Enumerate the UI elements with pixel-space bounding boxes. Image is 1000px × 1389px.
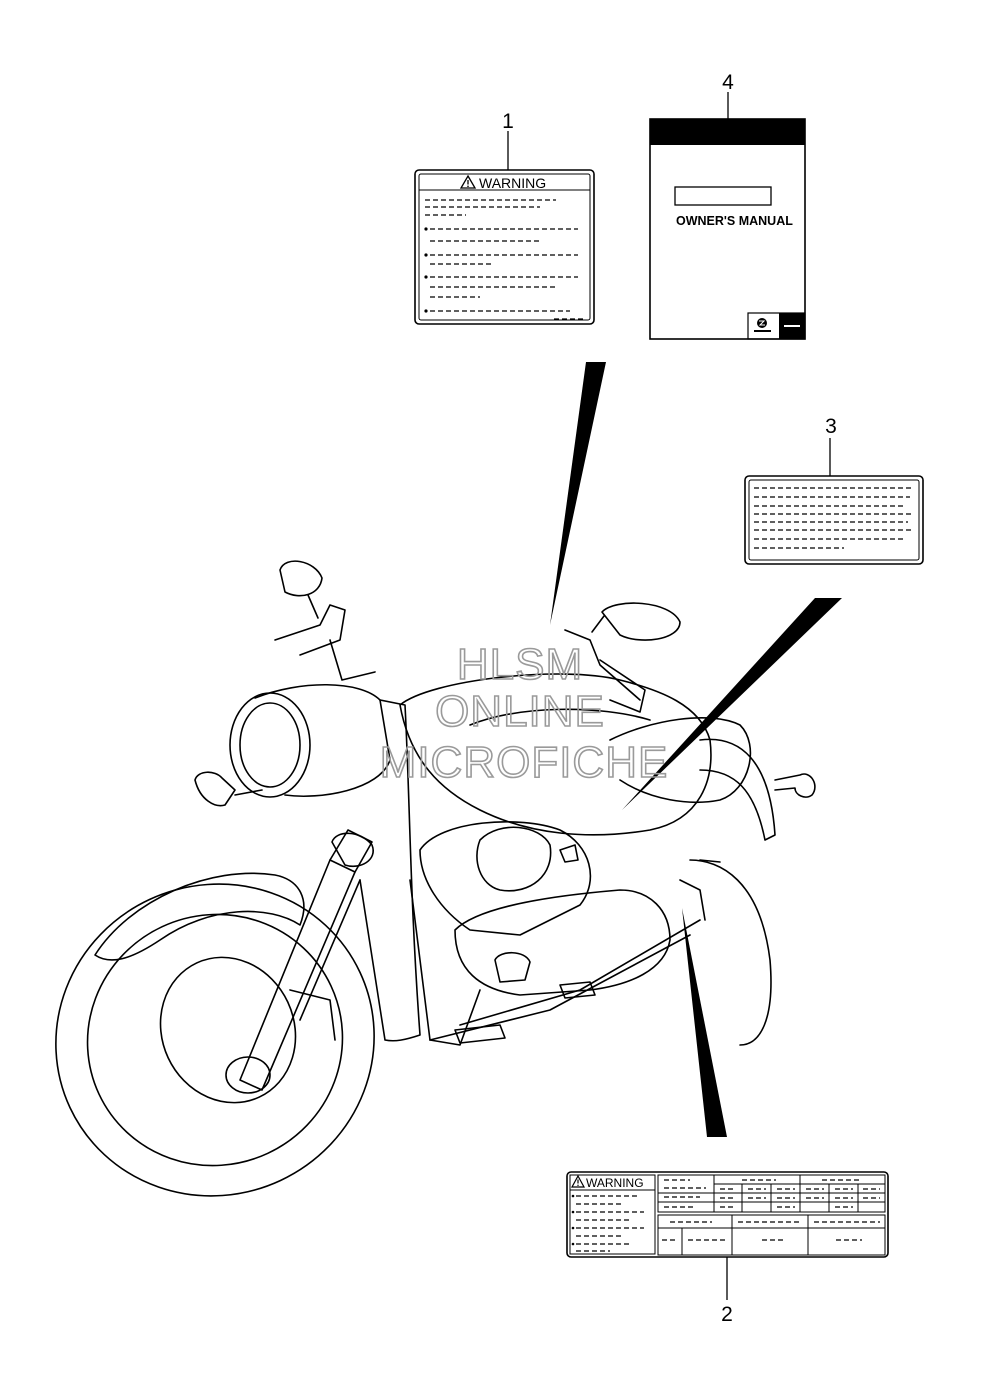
motorcycle-illustration (55, 560, 816, 1197)
watermark-line-2: ONLINE (435, 687, 605, 736)
warning-triangle-icon (459, 174, 477, 189)
watermark-line-1: HLSM (457, 640, 583, 689)
part-3-info-label[interactable] (744, 475, 924, 565)
leader-wedges (550, 362, 842, 1137)
callout-4: 4 (722, 71, 734, 94)
callout-3: 3 (825, 415, 837, 438)
suzuki-logo-icon (754, 318, 771, 332)
owners-manual-title: OWNER'S MANUAL (676, 214, 793, 228)
callout-1: 1 (502, 110, 514, 133)
warning-heading-2: WARNING (586, 1176, 644, 1190)
callout-2: 2 (721, 1303, 733, 1326)
part-2-warning-label[interactable]: WARNING (566, 1171, 889, 1258)
warning-heading-1: WARNING (479, 175, 546, 191)
part-1-warning-label[interactable]: WARNING (414, 169, 595, 325)
watermark-line-3: MICROFICHE (380, 738, 669, 787)
watermark: HLSM ONLINE MICROFICHE (379, 639, 669, 788)
warning-triangle-icon (570, 1174, 586, 1188)
part-4-owners-manual[interactable]: OWNER'S MANUAL (649, 118, 806, 340)
